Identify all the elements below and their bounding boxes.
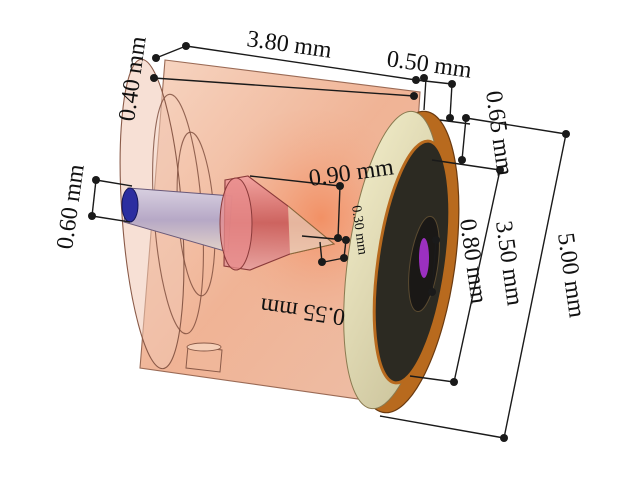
dimension-endpoints <box>88 42 570 442</box>
label-window-diameter: 0.80 mm <box>454 217 492 305</box>
label-probe-diameter: 0.60 mm <box>52 162 90 250</box>
label-flange-step: 0.65 mm <box>480 89 518 177</box>
label-tip-gap: 0.30 mm <box>348 204 370 255</box>
probe-end-cap <box>121 187 139 223</box>
flange-end-cap <box>343 110 460 414</box>
label-body-length: 3.80 mm <box>245 26 333 64</box>
mounting-tab <box>185 342 223 373</box>
cone-nozzle <box>219 175 336 271</box>
label-flange-thickness: 0.50 mm <box>385 46 473 84</box>
label-inner-diameter: 3.50 mm <box>490 219 528 307</box>
window-aperture <box>419 238 429 278</box>
dimension-lines <box>91 45 567 439</box>
label-outer-diameter: 5.00 mm <box>552 231 590 319</box>
probe-shaft <box>121 187 233 253</box>
